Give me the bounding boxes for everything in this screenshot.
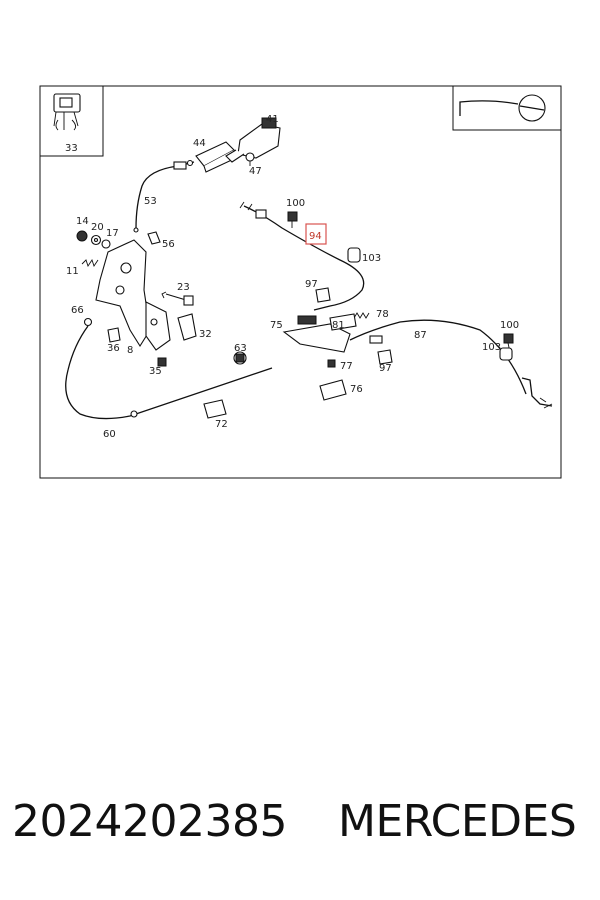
highlight-box-94 (305, 223, 327, 245)
bushing-17 (101, 239, 111, 249)
label-60: 60 (103, 429, 116, 440)
spring-11 (81, 258, 99, 268)
brand-text: MERCEDES (338, 796, 577, 847)
label-76: 76 (350, 384, 363, 395)
grommet-103a (347, 247, 361, 263)
parts-diagram: 33 41 44 47 53 14 20 17 56 11 (39, 85, 562, 479)
bolt-100a (287, 211, 298, 228)
label-53: 53 (144, 196, 157, 207)
pad-32 (177, 313, 197, 341)
label-33: 33 (65, 143, 78, 154)
label-66: 66 (71, 305, 84, 316)
bracket-icon-33 (53, 93, 81, 131)
label-72: 72 (215, 419, 228, 430)
label-23: 23 (177, 282, 190, 293)
bolt-23 (161, 291, 194, 306)
screw-47 (245, 152, 255, 166)
cable-94 (243, 205, 365, 311)
clip-97a (315, 287, 331, 303)
steering-wheel-icon (459, 94, 546, 122)
label-75: 75 (270, 320, 283, 331)
end-bracket (521, 377, 553, 409)
pedal-bracket (95, 239, 171, 351)
grommet-103b (499, 347, 513, 361)
spring-78 (353, 312, 370, 319)
label-17: 17 (106, 228, 119, 239)
nut-14 (76, 230, 88, 242)
bolt-35 (157, 357, 167, 367)
pedal-housing-41 (225, 117, 281, 163)
label-47: 47 (249, 166, 262, 177)
label-103a: 103 (362, 253, 381, 264)
lever-75 (282, 315, 351, 353)
grommet-63 (233, 351, 247, 365)
label-81: 81 (332, 320, 345, 331)
label-32: 32 (199, 329, 212, 340)
clip-36 (107, 327, 121, 343)
cable-60 (65, 325, 273, 420)
label-97a: 97 (305, 279, 318, 290)
label-87: 87 (414, 330, 427, 341)
label-35: 35 (149, 366, 162, 377)
label-100a: 100 (286, 198, 305, 209)
label-103b: 103 (482, 342, 501, 353)
label-94: 94 (309, 231, 322, 242)
label-100b: 100 (500, 320, 519, 331)
part-number-text: 2024202385 (12, 796, 287, 847)
plug-66 (83, 317, 93, 327)
label-44: 44 (193, 138, 206, 149)
label-11: 11 (66, 266, 79, 277)
label-8: 8 (127, 345, 133, 356)
clip-56 (147, 231, 161, 245)
clip-72 (203, 399, 227, 419)
label-63: 63 (234, 343, 247, 354)
bracket-76 (319, 379, 347, 401)
label-97b: 97 (379, 363, 392, 374)
label-78: 78 (376, 309, 389, 320)
screw-77 (327, 359, 336, 368)
label-36: 36 (107, 343, 120, 354)
clip-97b (377, 349, 393, 365)
label-56: 56 (162, 239, 175, 250)
washer-20 (90, 234, 102, 246)
label-14: 14 (76, 216, 89, 227)
plate-81 (329, 313, 357, 331)
label-20: 20 (91, 222, 104, 233)
label-77: 77 (340, 361, 353, 372)
footer-caption: 2024202385 MERCEDES (0, 796, 600, 866)
label-41: 41 (266, 114, 279, 125)
